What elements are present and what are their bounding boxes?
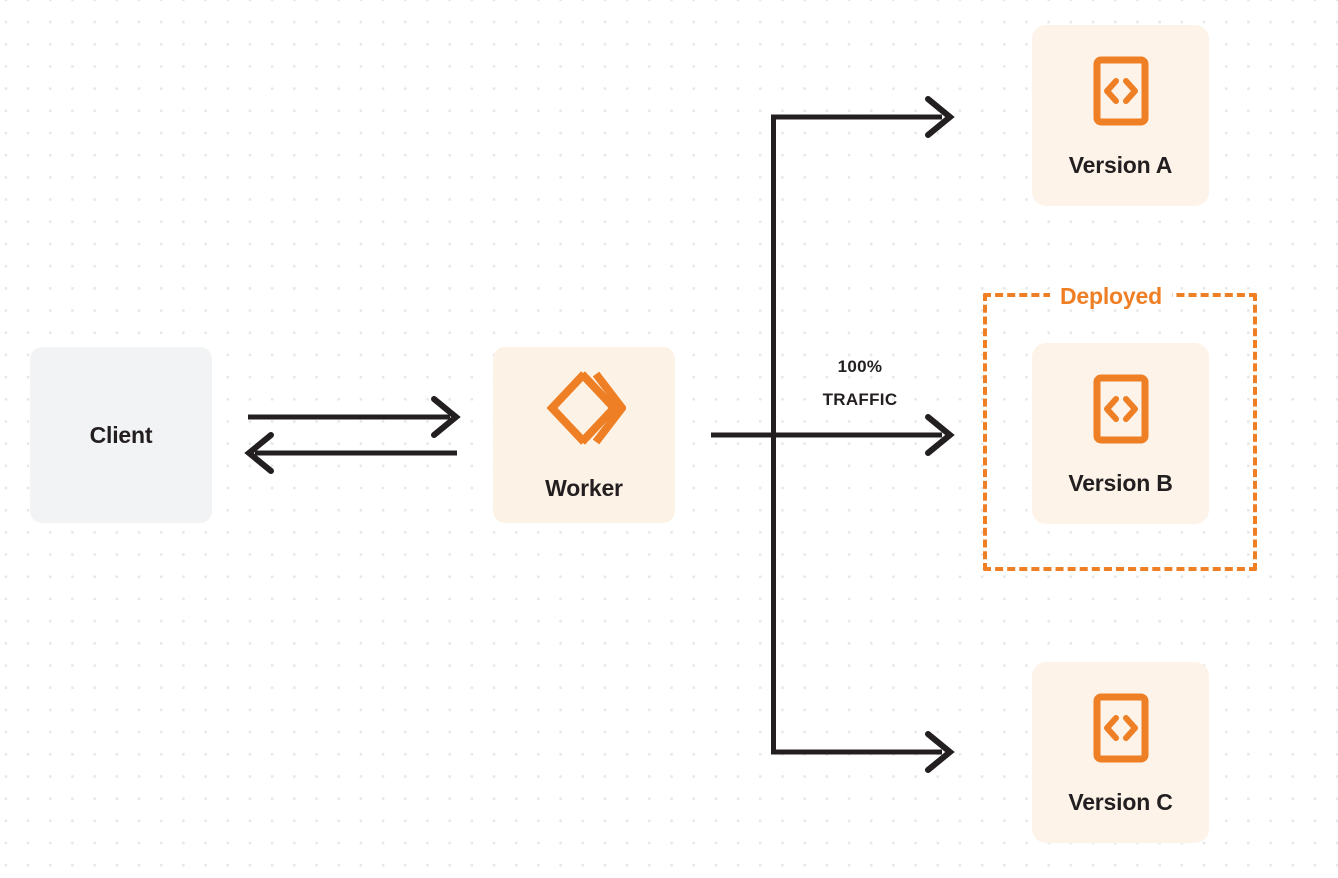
deployed-group-label: Deployed <box>1050 283 1172 310</box>
arrow-client-to-worker <box>248 396 461 438</box>
node-version-c-label: Version C <box>1068 788 1173 815</box>
traffic-unit: TRAFFIC <box>822 390 898 410</box>
cloudflare-workers-logo-icon <box>542 370 628 451</box>
arrow-worker-to-version-c <box>771 731 955 773</box>
arrow-worker-to-version-b <box>711 414 955 456</box>
arrow-worker-to-version-a <box>771 96 955 138</box>
node-client[interactable]: Client <box>30 347 212 523</box>
arrow-worker-to-client <box>244 432 457 474</box>
node-version-c[interactable]: Version C <box>1032 662 1209 843</box>
node-client-label: Client <box>89 421 153 448</box>
node-worker-label: Worker <box>545 475 623 501</box>
code-file-icon <box>1092 373 1150 450</box>
node-version-a-label: Version A <box>1068 151 1173 178</box>
node-version-b[interactable]: Version B <box>1032 343 1209 524</box>
node-version-a[interactable]: Version A <box>1032 25 1209 206</box>
code-file-icon <box>1092 55 1150 132</box>
traffic-label: 100% TRAFFIC <box>779 350 941 416</box>
node-worker[interactable]: Worker <box>493 347 675 523</box>
code-file-icon <box>1092 692 1150 769</box>
traffic-percent: 100% <box>837 357 883 376</box>
node-version-b-label: Version B <box>1068 469 1173 496</box>
